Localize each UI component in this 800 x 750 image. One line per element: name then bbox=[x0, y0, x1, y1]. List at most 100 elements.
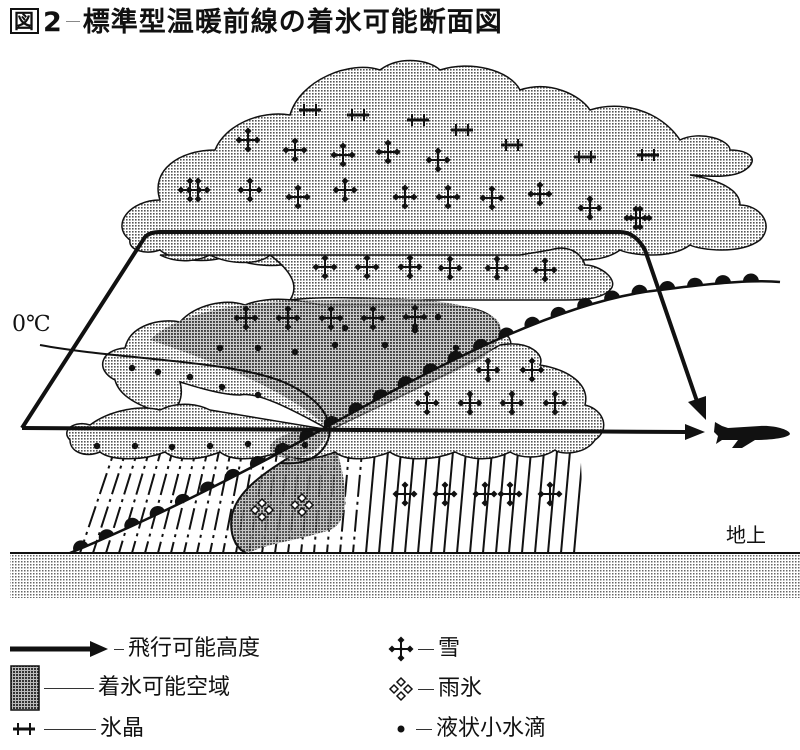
freezing-rain-zone bbox=[231, 430, 346, 553]
figure-number: 2 bbox=[43, 7, 63, 38]
snow-legend-icon bbox=[388, 636, 414, 662]
snow-icon bbox=[397, 254, 423, 280]
ground-label: 地上 bbox=[726, 523, 766, 547]
droplet-icon bbox=[206, 442, 214, 450]
warm-front-semicircle bbox=[124, 517, 140, 530]
precip-streak bbox=[378, 440, 390, 554]
ice-crystal-icon bbox=[574, 151, 596, 163]
ice-crystal-icon bbox=[13, 723, 35, 735]
snow-icon bbox=[332, 177, 358, 203]
droplet-icon bbox=[254, 391, 262, 399]
warm-front-symbols bbox=[73, 273, 759, 552]
snow-icon bbox=[627, 205, 653, 231]
droplet-legend-icon bbox=[397, 725, 405, 733]
warm-front-semicircle bbox=[687, 277, 704, 287]
snow-icon bbox=[330, 142, 356, 168]
ice-crystal-icon bbox=[501, 139, 523, 151]
warm-front-semicircle bbox=[422, 363, 438, 375]
freezing-level-label: 0℃ bbox=[12, 312, 51, 337]
warm-front-semicircle bbox=[174, 493, 191, 506]
flight-path bbox=[20, 230, 706, 440]
sleet-icon bbox=[289, 492, 315, 518]
precip-streak bbox=[547, 440, 559, 554]
legend-label: 雪 bbox=[438, 636, 461, 661]
snow-icon bbox=[388, 636, 414, 662]
warm-front-semicircle bbox=[299, 429, 315, 442]
icing-zone-in-cloud bbox=[269, 430, 330, 459]
precip-streak bbox=[560, 440, 572, 554]
droplet-icon bbox=[341, 324, 349, 332]
warm-front-semicircle bbox=[200, 481, 216, 494]
snow-icon bbox=[285, 184, 311, 210]
ice-crystal-icon bbox=[347, 109, 369, 121]
legend-flight-altitude: 飛行可能高度 bbox=[10, 635, 260, 663]
warm-front-semicircle bbox=[577, 298, 593, 309]
droplet-icon bbox=[452, 344, 460, 352]
precip-streak bbox=[131, 440, 165, 554]
warm-front-semicircle bbox=[149, 505, 165, 518]
legend-label: 氷晶 bbox=[100, 716, 145, 741]
legend-label: 液状小水滴 bbox=[436, 716, 547, 741]
warm-front-semicircle bbox=[98, 529, 115, 541]
upper-cloud bbox=[121, 59, 767, 268]
snow-icon bbox=[484, 255, 510, 281]
precip-streak bbox=[248, 440, 269, 554]
droplet-icon bbox=[131, 442, 139, 450]
legend-icing-zone: 着氷可能空域 bbox=[10, 665, 230, 711]
level-arrowhead bbox=[685, 424, 705, 440]
stipple-legend-icon bbox=[10, 665, 40, 711]
figure-label: 図 bbox=[10, 8, 39, 34]
legend-label: 着氷可能空域 bbox=[98, 675, 231, 700]
precip-streak bbox=[183, 440, 211, 554]
snow-icon bbox=[499, 390, 525, 416]
airplane-icon bbox=[714, 422, 790, 448]
snow-icon bbox=[375, 139, 401, 165]
precip-streak bbox=[521, 440, 533, 554]
snow-icon bbox=[457, 390, 483, 416]
droplet-icon bbox=[301, 441, 309, 449]
droplet-icon bbox=[186, 373, 194, 381]
warm-front-semicircle bbox=[473, 338, 489, 351]
snow-icon bbox=[235, 127, 261, 153]
warm-front-semicircle bbox=[397, 376, 413, 388]
arrow-legend-icon bbox=[10, 641, 108, 657]
sleet-icon bbox=[249, 497, 275, 523]
snow-icon bbox=[475, 357, 501, 383]
snow-icon bbox=[532, 257, 558, 283]
warm-front-semicircle bbox=[274, 442, 290, 455]
snow-icon bbox=[414, 390, 440, 416]
warm-front-semicircle bbox=[348, 402, 364, 415]
figure-title-text: 標準型温暖前線の着氷可能断面図 bbox=[82, 7, 503, 38]
ice-crystal-icon bbox=[637, 149, 659, 161]
snow-icon bbox=[479, 185, 505, 211]
ice-crystal-legend-icon bbox=[13, 723, 35, 735]
precip-streak bbox=[144, 440, 177, 554]
droplet-icon bbox=[154, 368, 162, 376]
warm-front-semicircle bbox=[373, 389, 389, 402]
precip-streak bbox=[196, 440, 223, 554]
snow-icon bbox=[537, 481, 563, 507]
warm-front-semicircle bbox=[249, 456, 266, 468]
warm-front-semicircle bbox=[659, 281, 676, 291]
warm-front-semicircle bbox=[742, 273, 759, 282]
ice-crystal-icon bbox=[299, 104, 321, 116]
snow-icon bbox=[497, 481, 523, 507]
droplet-icon bbox=[331, 341, 339, 349]
warm-front-semicircle bbox=[447, 350, 463, 363]
snow-icon bbox=[435, 184, 461, 210]
snow-icon bbox=[542, 390, 568, 416]
warm-front-semicircle bbox=[323, 416, 339, 428]
warm-front-semicircle bbox=[715, 275, 731, 284]
snow-icon bbox=[185, 177, 211, 203]
snow-icon bbox=[392, 481, 418, 507]
weather-symbols bbox=[93, 104, 659, 523]
precip-streak bbox=[365, 440, 377, 554]
snow-icon bbox=[437, 255, 463, 281]
snow-icon bbox=[282, 137, 308, 163]
snow-icon bbox=[519, 357, 545, 383]
warm-front-semicircle bbox=[73, 540, 89, 552]
snow-icon bbox=[527, 181, 553, 207]
precip-streak bbox=[443, 440, 455, 554]
precip-streak bbox=[482, 440, 494, 554]
